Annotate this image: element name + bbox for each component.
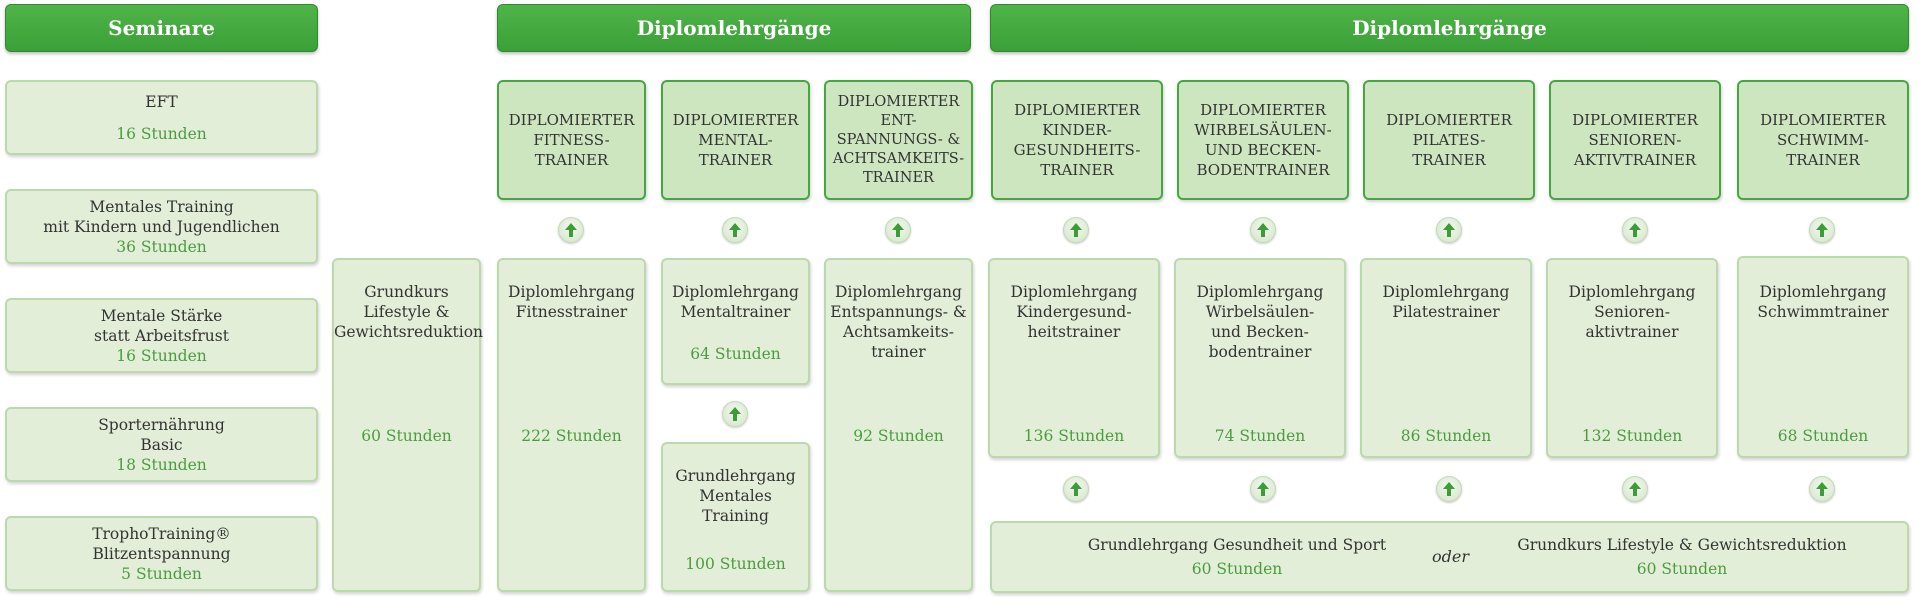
diploma-label: DIPLOMIERTER MENTAL- TRAINER [672,111,799,169]
course-title: Diplomlehrgang Mentaltrainer [672,283,799,321]
course-title: Diplomlehrgang Fitnesstrainer [508,283,635,321]
course-pilatestrainer: Diplomlehrgang Pilatestrainer 86 Stunden [1360,258,1532,458]
bottom-left-hours: 60 Stunden [1191,560,1283,578]
header-seminare: Seminare [5,4,318,52]
diploma-label: DIPLOMIERTER SENIOREN- AKTIVTRAINER [1572,111,1698,169]
diploma-schwimmtrainer: DIPLOMIERTER SCHWIMM- TRAINER [1737,80,1909,200]
course-hours: 222 Stunden [521,427,622,445]
diploma-label: DIPLOMIERTER SCHWIMM- TRAINER [1760,111,1886,169]
grundlehrgang-hours: 100 Stunden [685,555,786,573]
grundlehrgang-mentales-training: Grundlehrgang Mentales Training 100 Stun… [661,442,810,592]
diploma-label: DIPLOMIERTER KINDER- GESUNDHEITS- TRAINE… [1013,101,1141,179]
diploma-fitnesstrainer: DIPLOMIERTER FITNESS- TRAINER [497,80,646,200]
course-title: Diplomlehrgang Kindergesund- heitstraine… [1010,283,1138,341]
seminar-trophotraining: TrophoTraining® Blitzentspannung 5 Stund… [5,516,318,591]
course-hours: 74 Stunden [1214,427,1306,445]
grundkurs-lifestyle: Grundkurs Lifestyle & Gewichtsreduktion … [332,258,484,592]
grundlehrgang-gesundheit-oder-lifestyle: Grundlehrgang Gesundheit und Sport 60 St… [990,521,1909,593]
grundlehrgang-title: Grundlehrgang Mentales Training [675,467,796,525]
arrow-up-icon [1622,217,1648,243]
header-diplomlehrgaenge-right: Diplomlehrgänge [990,4,1909,52]
grundkurs-hours: 60 Stunden [361,427,452,445]
arrow-up-icon [1063,476,1089,502]
course-hours: 64 Stunden [690,345,781,363]
seminar-title: TrophoTraining® Blitzentspannung [92,524,231,563]
header-diplomlehrgaenge-left: Diplomlehrgänge [497,4,971,52]
header-seminare-label: Seminare [108,16,215,40]
arrow-up-icon [722,401,748,427]
seminar-hours: 5 Stunden [121,564,202,583]
diploma-entspannungstrainer: DIPLOMIERTER ENT- SPANNUNGS- & ACHTSAMKE… [824,80,973,200]
course-hours: 136 Stunden [1023,427,1125,445]
course-schwimmtrainer: Diplomlehrgang Schwimmtrainer 68 Stunden [1737,256,1909,458]
course-mentaltrainer: Diplomlehrgang Mentaltrainer 64 Stunden [661,258,810,385]
seminar-hours: 36 Stunden [116,237,207,256]
seminar-title: Mentales Training mit Kindern und Jugend… [43,197,280,236]
diploma-label: DIPLOMIERTER PILATES- TRAINER [1386,111,1512,169]
course-seniorenaktivtrainer: Diplomlehrgang Senioren- aktivtrainer 13… [1546,258,1718,458]
course-kindergesundheitstrainer: Diplomlehrgang Kindergesund- heitstraine… [988,258,1160,458]
diploma-wirbelsaeulentrainer: DIPLOMIERTER WIRBELSÄULEN- UND BECKEN- B… [1177,80,1349,200]
arrow-up-icon [1063,217,1089,243]
diploma-label: DIPLOMIERTER WIRBELSÄULEN- UND BECKEN- B… [1194,101,1332,179]
header-diplom-right-label: Diplomlehrgänge [1352,16,1547,40]
arrow-up-icon [1622,476,1648,502]
seminar-mentale-staerke: Mentale Stärke statt Arbeitsfrust 16 Stu… [5,298,318,373]
seminar-title: Sporternährung Basic [98,415,225,454]
seminar-title: EFT [145,92,178,111]
course-hours: 68 Stunden [1777,427,1869,445]
bottom-right-title: Grundkurs Lifestyle & Gewichtsreduktion [1517,536,1847,554]
seminar-hours: 16 Stunden [116,346,207,365]
course-title: Diplomlehrgang Pilatestrainer [1382,283,1510,321]
seminar-hours: 18 Stunden [116,455,207,474]
diploma-seniorenaktivtrainer: DIPLOMIERTER SENIOREN- AKTIVTRAINER [1549,80,1721,200]
seminar-eft: EFT 16 Stunden [5,80,318,155]
arrow-up-icon [885,217,911,243]
course-hours: 132 Stunden [1581,427,1683,445]
arrow-up-icon [1436,217,1462,243]
bottom-left-group: Grundlehrgang Gesundheit und Sport 60 St… [1057,535,1417,579]
diploma-kindergesundheitstrainer: DIPLOMIERTER KINDER- GESUNDHEITS- TRAINE… [991,80,1163,200]
seminar-mentales-training-kinder: Mentales Training mit Kindern und Jugend… [5,189,318,264]
course-title: Diplomlehrgang Schwimmtrainer [1757,283,1889,321]
diploma-pilatestrainer: DIPLOMIERTER PILATES- TRAINER [1363,80,1535,200]
seminar-hours: 16 Stunden [116,124,207,143]
arrow-up-icon [1809,476,1835,502]
course-hours: 92 Stunden [853,427,944,445]
seminar-title: Mentale Stärke statt Arbeitsfrust [94,306,229,345]
arrow-up-icon [1250,476,1276,502]
course-wirbelsaeulentrainer: Diplomlehrgang Wirbelsäulen- und Becken-… [1174,258,1346,458]
oder-label: oder [1432,547,1469,566]
grundkurs-title: Grundkurs Lifestyle & Gewichtsreduktion [334,283,484,341]
diploma-label: DIPLOMIERTER FITNESS- TRAINER [508,111,635,169]
course-title: Diplomlehrgang Senioren- aktivtrainer [1568,283,1696,341]
arrow-up-icon [558,217,584,243]
arrow-up-icon [1809,217,1835,243]
course-title: Diplomlehrgang Entspannungs- & Achtsamke… [830,283,967,361]
header-diplom-left-label: Diplomlehrgänge [636,16,832,40]
course-entspannungstrainer: Diplomlehrgang Entspannungs- & Achtsamke… [824,258,973,592]
diploma-mentaltrainer: DIPLOMIERTER MENTAL- TRAINER [661,80,810,200]
course-hours: 86 Stunden [1400,427,1492,445]
arrow-up-icon [1250,217,1276,243]
bottom-right-group: Grundkurs Lifestyle & Gewichtsreduktion … [1502,535,1862,579]
arrow-up-icon [1436,476,1462,502]
bottom-right-hours: 60 Stunden [1636,560,1728,578]
seminar-sporternaehrung: Sporternährung Basic 18 Stunden [5,407,318,482]
course-fitnesstrainer: Diplomlehrgang Fitnesstrainer 222 Stunde… [497,258,646,592]
bottom-left-title: Grundlehrgang Gesundheit und Sport [1087,536,1387,554]
diploma-label: DIPLOMIERTER ENT- SPANNUNGS- & ACHTSAMKE… [832,93,965,186]
course-title: Diplomlehrgang Wirbelsäulen- und Becken-… [1196,283,1324,361]
arrow-up-icon [722,217,748,243]
